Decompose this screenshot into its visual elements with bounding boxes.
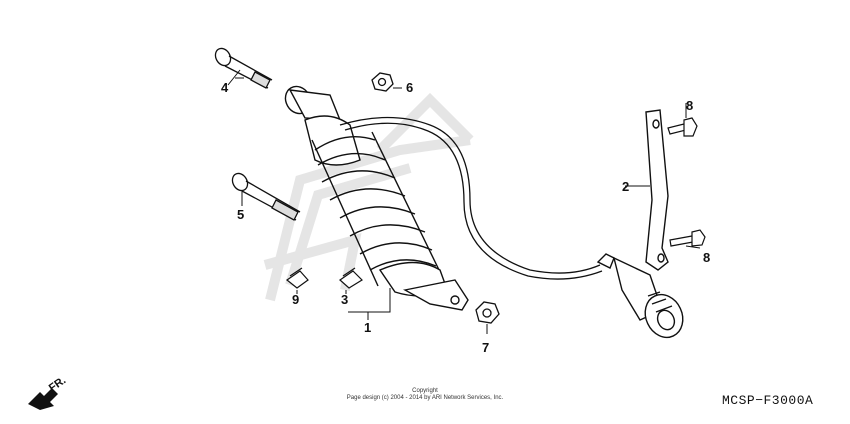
callout-3: 3 — [341, 292, 348, 307]
bolt-part-4[interactable] — [212, 46, 273, 89]
nut-part-6[interactable] — [371, 72, 394, 92]
copyright-line-1: Copyright — [412, 388, 438, 394]
callout-7: 7 — [482, 340, 489, 355]
bolt-part-8-lower[interactable] — [669, 229, 706, 247]
callout-6: 6 — [406, 80, 413, 95]
callout-8-upper: 8 — [686, 98, 693, 113]
diagram-code: MCSP−F3000A — [722, 393, 814, 408]
callout-9: 9 — [292, 292, 299, 307]
clip-part-9[interactable] — [285, 267, 309, 289]
callout-8-lower: 8 — [703, 250, 710, 265]
callout-1: 1 — [364, 320, 371, 335]
bolt-part-8-upper[interactable] — [667, 117, 698, 137]
front-direction-arrow-icon: FR. — [28, 374, 68, 410]
adjuster-bracket-part-2[interactable] — [645, 109, 669, 271]
callout-5: 5 — [237, 207, 244, 222]
watermark-logo — [263, 92, 474, 302]
preload-adjuster-reservoir[interactable] — [596, 253, 690, 344]
nut-part-7[interactable] — [475, 301, 500, 324]
adjuster-hose[interactable] — [339, 116, 603, 280]
callout-4: 4 — [221, 80, 229, 95]
copyright-line-2: Page design (c) 2004 - 2014 by ARI Netwo… — [346, 395, 504, 401]
bolt-part-5[interactable] — [229, 171, 301, 221]
callout-2: 2 — [622, 179, 629, 194]
rear-shock-absorber[interactable] — [281, 82, 469, 311]
clip-part-3[interactable] — [339, 267, 363, 289]
leader-lines — [227, 69, 701, 334]
copyright-notice: Copyright Page design (c) 2004 - 2014 by… — [290, 388, 560, 402]
